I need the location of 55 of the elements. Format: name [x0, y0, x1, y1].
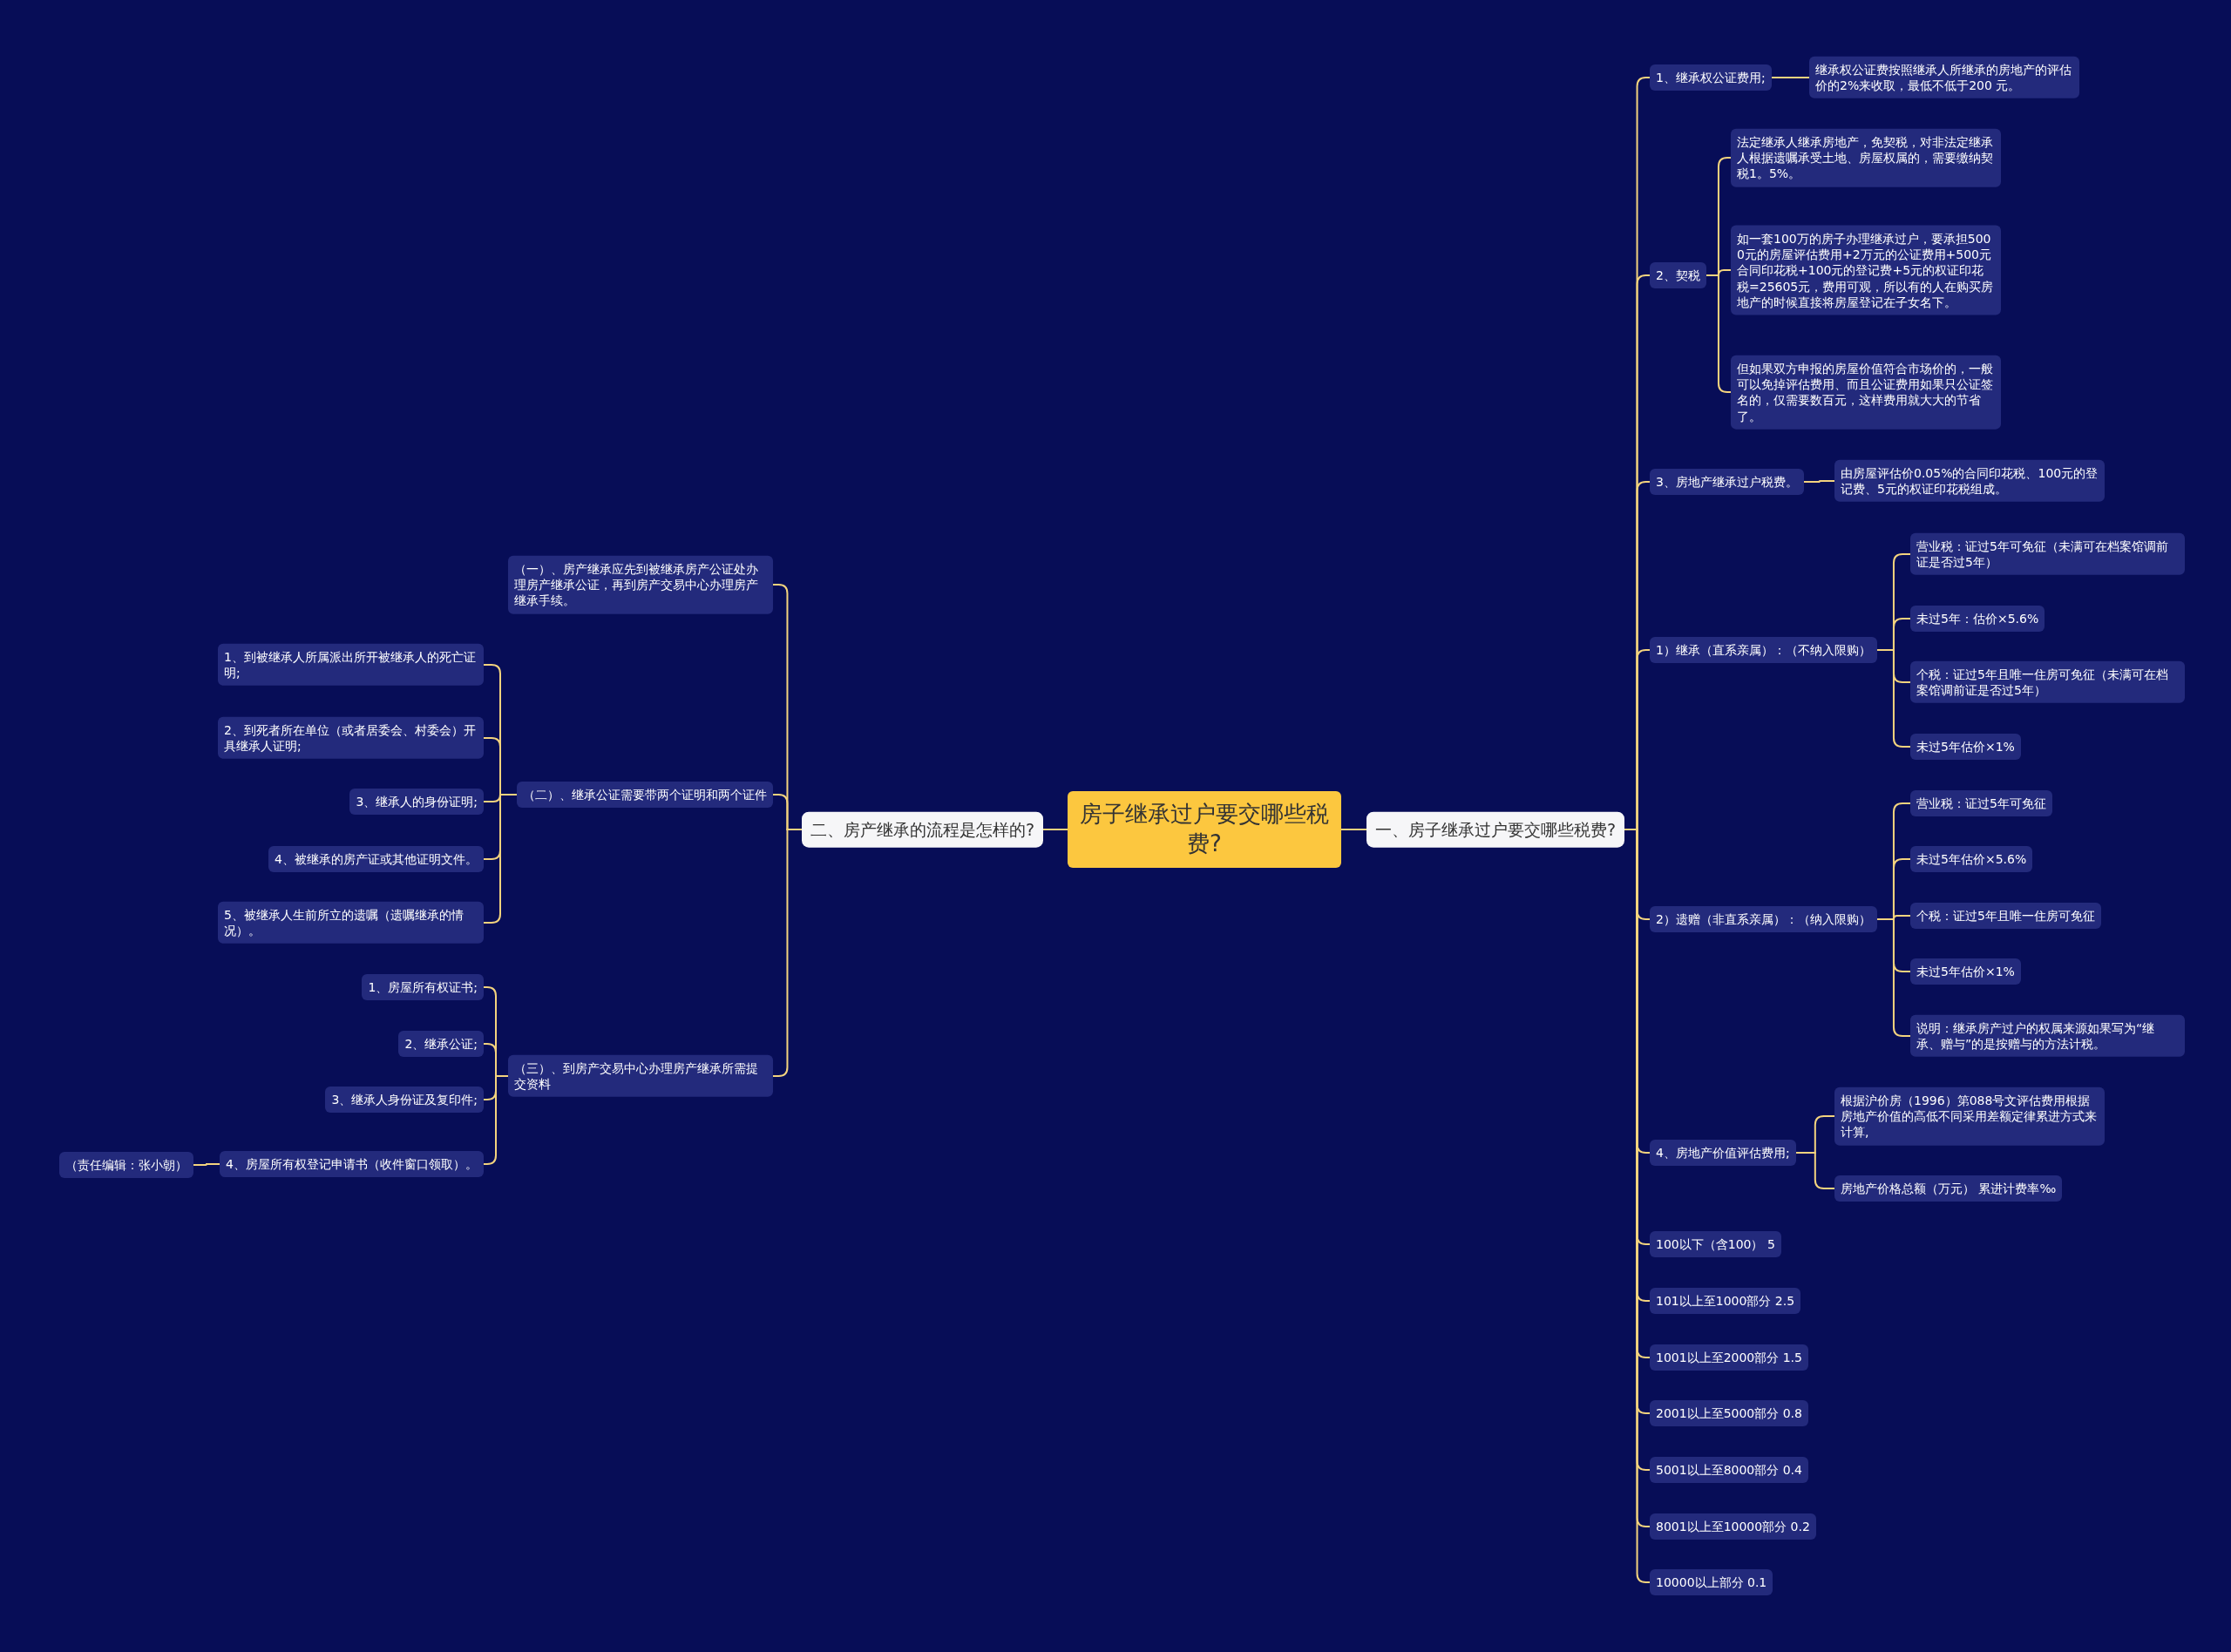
main-branch-box: 二、房产继承的流程是怎样的? [801, 811, 1043, 848]
topic-box: 3、继承人的身份证明; [349, 788, 484, 816]
topic-box: 未过5年估价×5.6% [1910, 845, 2033, 873]
topic-box: 个税：证过5年且唯一住房可免征（未满可在档案馆调前证是否过5年） [1910, 660, 2185, 704]
topic-box: 由房屋评估价0.05%的合同印花税、100元的登记费、5元的权证印花税组成。 [1834, 459, 2105, 503]
topic-box: 1）继承（直系亲属）：（不纳入限购） [1650, 636, 1877, 664]
connector-line [1875, 918, 1911, 1037]
topic-box: 1、继承权公证费用; [1650, 64, 1772, 91]
topic-box: （三）、到房产交易中心办理房产继承所需提交资料 [508, 1054, 773, 1098]
topic-box: 4、房屋所有权登记申请书（收件窗口领取）。 [220, 1150, 484, 1178]
topic-box: 继承权公证费按照继承人所继承的房地产的评估价的2%来收取，最低不低于200 元。 [1809, 56, 2079, 99]
topic-box: 1、到被继承人所属派出所开被继承人的死亡证明; [218, 643, 484, 687]
topic-box: 101以上至1000部分 2.5 [1650, 1287, 1801, 1315]
topic-box: 2、继承公证; [398, 1030, 484, 1058]
topic-box: （责任编辑：张小朝） [59, 1151, 193, 1179]
topic-box: 1、房屋所有权证书; [362, 973, 484, 1001]
topic-box: 2001以上至5000部分 0.8 [1650, 1399, 1808, 1427]
topic-box: 2）遗赠（非直系亲属）：（纳入限购） [1650, 905, 1877, 933]
topic-box: （一）、房产继承应先到被继承房产公证处办理房产继承公证，再到房产交易中心办理房产继承手续。 [508, 555, 773, 614]
main-branch-box: 一、房子继承过户要交哪些税费? [1366, 811, 1625, 848]
central-topic-box: 房子继承过户要交哪些税费? [1068, 791, 1341, 868]
topic-box: 2、到死者所在单位（或者居委会、村委会）开具继承人证明; [218, 716, 484, 760]
topic-box: （二）、继承公证需要带两个证明和两个证件 [517, 781, 773, 809]
connector-line [193, 1163, 221, 1166]
topic-box: 100以下（含100） 5 [1650, 1230, 1781, 1258]
topic-box: 2、契税 [1650, 261, 1706, 289]
topic-box: 个税：证过5年且唯一住房可免征 [1910, 902, 2101, 930]
topic-box: 但如果双方申报的房屋价值符合市场价的，一般可以免掉评估费用、而且公证费用如果只公证签名的，仅需要数百元，这样费用就大大的节省了。 [1731, 355, 2001, 430]
connector-line [1770, 77, 1810, 78]
topic-box: 8001以上至10000部分 0.2 [1650, 1513, 1816, 1540]
connector-line [1794, 1152, 1835, 1189]
topic-box: 营业税：证过5年可免征（未满可在档案馆调前证是否过5年） [1910, 532, 2185, 576]
topic-box: 根据沪价房（1996）第088号文评估费用根据房地产价值的高低不同采用差额定律累进方式来计算, [1834, 1087, 2105, 1146]
topic-box: 3、继承人身份证及复印件; [325, 1086, 484, 1114]
topic-box: 3、房地产继承过户税费。 [1650, 468, 1804, 496]
topic-box: 4、房地产价值评估费用; [1650, 1139, 1796, 1167]
topic-box: 未过5年估价×1% [1910, 733, 2021, 761]
connector-line [1042, 829, 1068, 830]
topic-box: 说明：继承房产过户的权属来源如果写为“继承、赠与”的是按赠与的方法计税。 [1910, 1014, 2185, 1058]
topic-box: 1001以上至2000部分 1.5 [1650, 1344, 1808, 1371]
topic-box: 5001以上至8000部分 0.4 [1650, 1456, 1808, 1484]
connector-line [1340, 829, 1367, 830]
connector-line [772, 829, 803, 1077]
connector-line [483, 794, 518, 924]
connector-line [1875, 649, 1911, 748]
topic-box: 如一套100万的房子办理继承过户，要承担5000元的房屋评估费用+2万元的公证费用+500元合同印花税+100元的登记费+5元的权证印花税=25605元，费用可观，所以有的人在购买房地产的时候直接将房屋登记在子女名下。 [1731, 225, 2001, 315]
topic-box: 5、被继承人生前所立的遗嘱（遗嘱继承的情况）。 [218, 901, 484, 944]
topic-box: 未过5年估价×1% [1910, 958, 2021, 985]
connector-line [1802, 480, 1835, 483]
topic-box: 法定继承人继承房地产，免契税，对非法定继承人根据遗嘱承受土地、房屋权属的，需要缴纳契税1。5%。 [1731, 128, 2001, 187]
topic-box: 房地产价格总额（万元） 累进计费率‰ [1834, 1175, 2063, 1202]
topic-box: 4、被继承的房产证或其他证明文件。 [268, 845, 484, 873]
topic-box: 营业税：证过5年可免征 [1910, 789, 2052, 817]
topic-box: 未过5年：估价×5.6% [1910, 605, 2045, 633]
topic-box: 10000以上部分 0.1 [1650, 1568, 1773, 1596]
